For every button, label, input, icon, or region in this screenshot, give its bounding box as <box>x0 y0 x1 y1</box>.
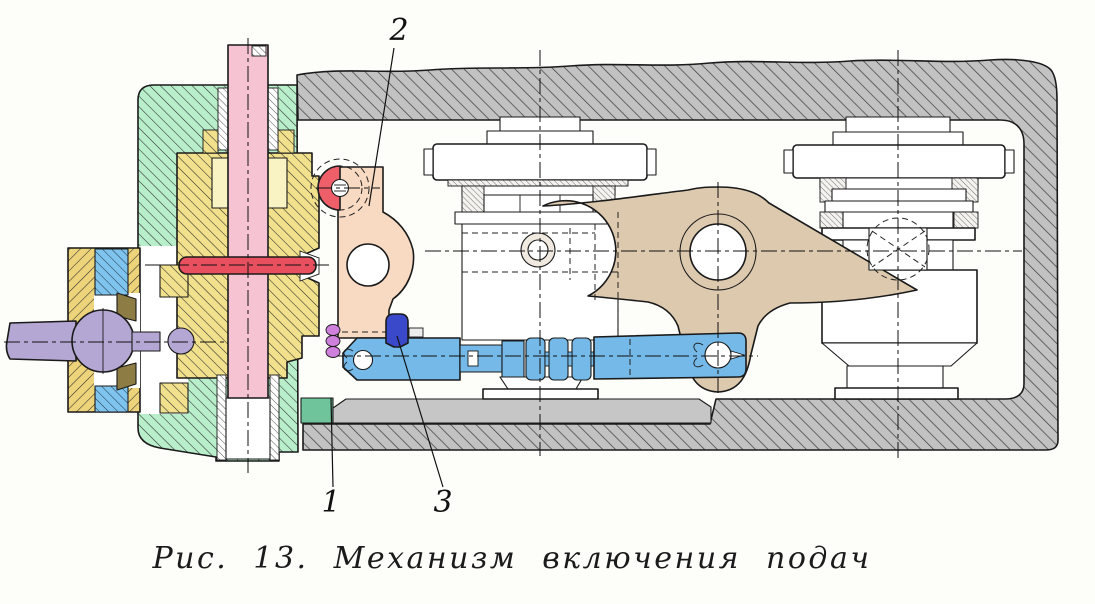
tumbler-plate <box>300 397 334 424</box>
base-plate <box>332 398 712 424</box>
housing-walls <box>296 58 1059 451</box>
leader-line-2 <box>368 47 395 207</box>
shaft-bore-bottom <box>216 374 280 461</box>
centerlines <box>4 38 1022 473</box>
rod-coupling <box>548 337 569 381</box>
engagement-lever-group <box>310 158 415 339</box>
callout-3: 3 <box>433 485 452 520</box>
boss <box>159 382 189 414</box>
figure-caption: Рис. 13. Механизм включения подач <box>152 541 872 576</box>
handle-ball-small <box>167 327 195 355</box>
callout-2: 2 <box>388 13 408 48</box>
inner-sleeve <box>266 157 288 209</box>
rod-coupling <box>525 337 546 381</box>
ball-handle <box>5 308 195 374</box>
shaft-bushing <box>217 87 229 151</box>
lever-bore <box>346 243 390 287</box>
connecting-rod <box>342 332 747 381</box>
callouts: 2 1 3 <box>321 13 452 520</box>
wedge <box>116 292 137 322</box>
rod-coupling <box>571 337 592 381</box>
right-gear <box>792 144 1006 179</box>
shaft-bushing <box>267 87 279 151</box>
slide-block <box>385 313 409 348</box>
leader-line-1 <box>330 397 334 488</box>
bushing <box>94 248 129 296</box>
small-fastener <box>408 327 424 338</box>
bushing <box>94 385 129 413</box>
handle-shaft <box>5 320 77 362</box>
rod-pin-joint <box>352 349 374 371</box>
fastener-pins <box>325 324 341 358</box>
wedge <box>116 362 137 391</box>
rod-left-head <box>342 337 461 381</box>
callout-1: 1 <box>321 485 340 520</box>
rod-right-head <box>593 332 747 380</box>
leader-line-3 <box>396 335 444 488</box>
